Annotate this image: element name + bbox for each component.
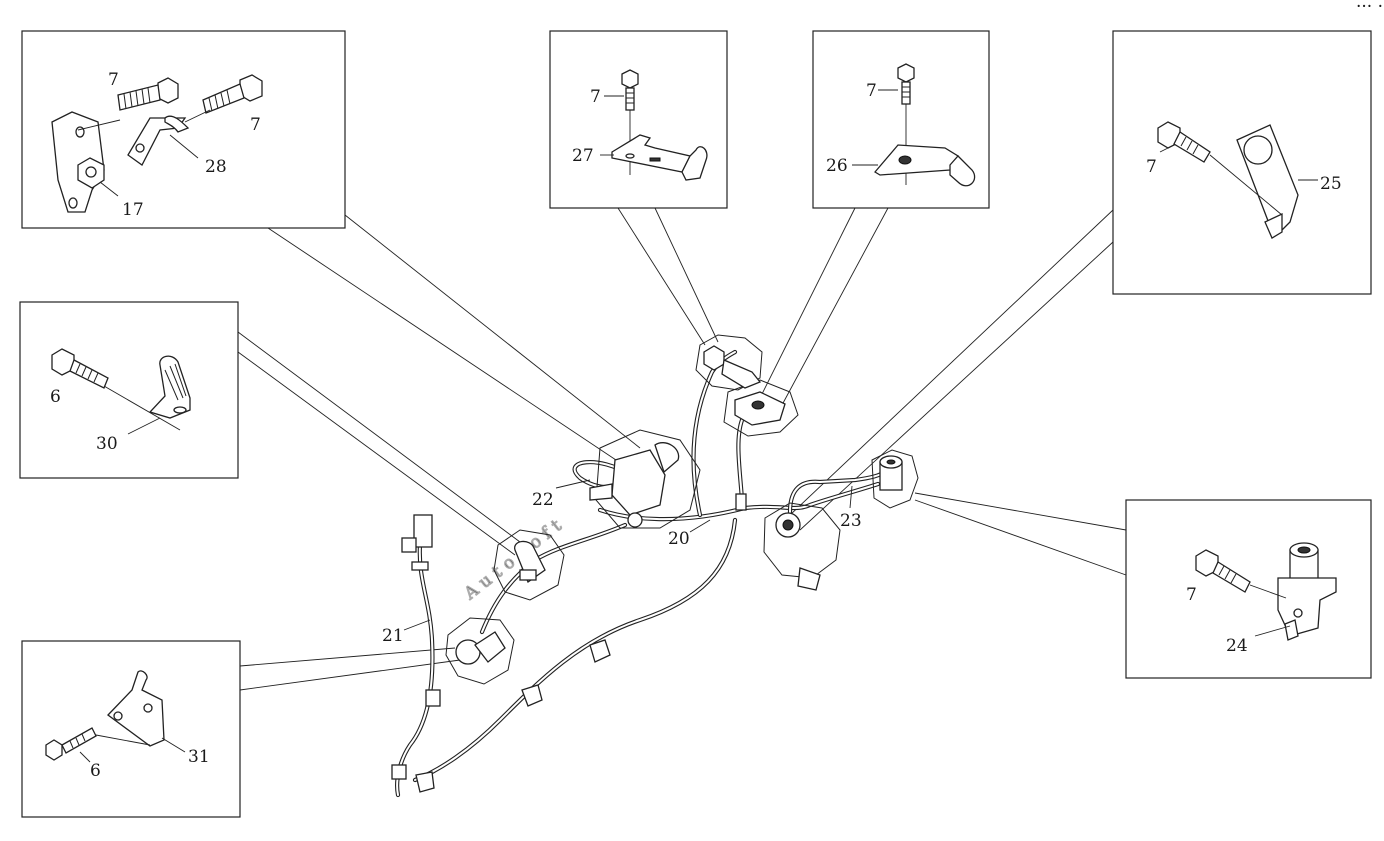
bolt-7 (897, 63, 915, 105)
bracket-26 (874, 144, 976, 187)
bolt-7-left (117, 77, 179, 111)
main-callouts: 22 20 21 23 (382, 479, 862, 646)
detail-box-17-28: 7 7 17 28 (21, 30, 346, 229)
callout-28: 28 (205, 157, 227, 177)
bolt-7-right (202, 74, 263, 114)
callout-31: 31 (188, 747, 210, 767)
callout-30: 30 (96, 434, 118, 454)
bolt-7 (1157, 121, 1211, 163)
callout-7: 7 (1186, 585, 1197, 605)
callout-27: 27 (572, 146, 594, 166)
bracket-17 (51, 111, 105, 213)
callout-7: 7 (590, 87, 601, 107)
detail-box-31: 6 31 (21, 640, 241, 818)
bracket-24 (1277, 542, 1337, 641)
detail-bubbles (445, 334, 919, 685)
bracket-27 (611, 134, 708, 181)
callout-23: 23 (840, 511, 862, 531)
harness-components (391, 345, 903, 793)
detail-box-24: 7 24 (1125, 499, 1372, 679)
callout-26: 26 (826, 156, 848, 176)
leader-lines (237, 207, 1127, 691)
callout-17: 17 (122, 200, 144, 220)
callout-25: 25 (1320, 174, 1342, 194)
callout-24: 24 (1226, 636, 1248, 656)
detail-box-25: 7 25 (1112, 30, 1372, 295)
clip-30 (148, 355, 191, 419)
bolt-7 (1195, 549, 1251, 593)
bracket-31 (107, 670, 165, 747)
callout-7: 7 (866, 81, 877, 101)
detail-box-30: 6 30 (19, 301, 239, 479)
callout-7: 7 (108, 70, 119, 90)
callout-6: 6 (50, 387, 61, 407)
bolt-6 (45, 727, 97, 761)
bracket-25 (1236, 124, 1299, 239)
callout-22: 22 (532, 490, 554, 510)
callout-6: 6 (90, 761, 101, 781)
callout-7: 7 (1146, 157, 1157, 177)
watermark: AutoSoft (460, 512, 570, 604)
callout-21: 21 (382, 626, 404, 646)
bracket-28 (127, 115, 190, 166)
detail-box-27: 7 27 (549, 30, 728, 209)
bolt-6 (51, 348, 109, 389)
corner-mark: ··· ··· (1356, 0, 1384, 17)
detail-box-26: 7 26 (812, 30, 990, 209)
callout-7: 7 (250, 115, 261, 135)
callout-20: 20 (668, 529, 690, 549)
bolt-7 (621, 69, 639, 111)
